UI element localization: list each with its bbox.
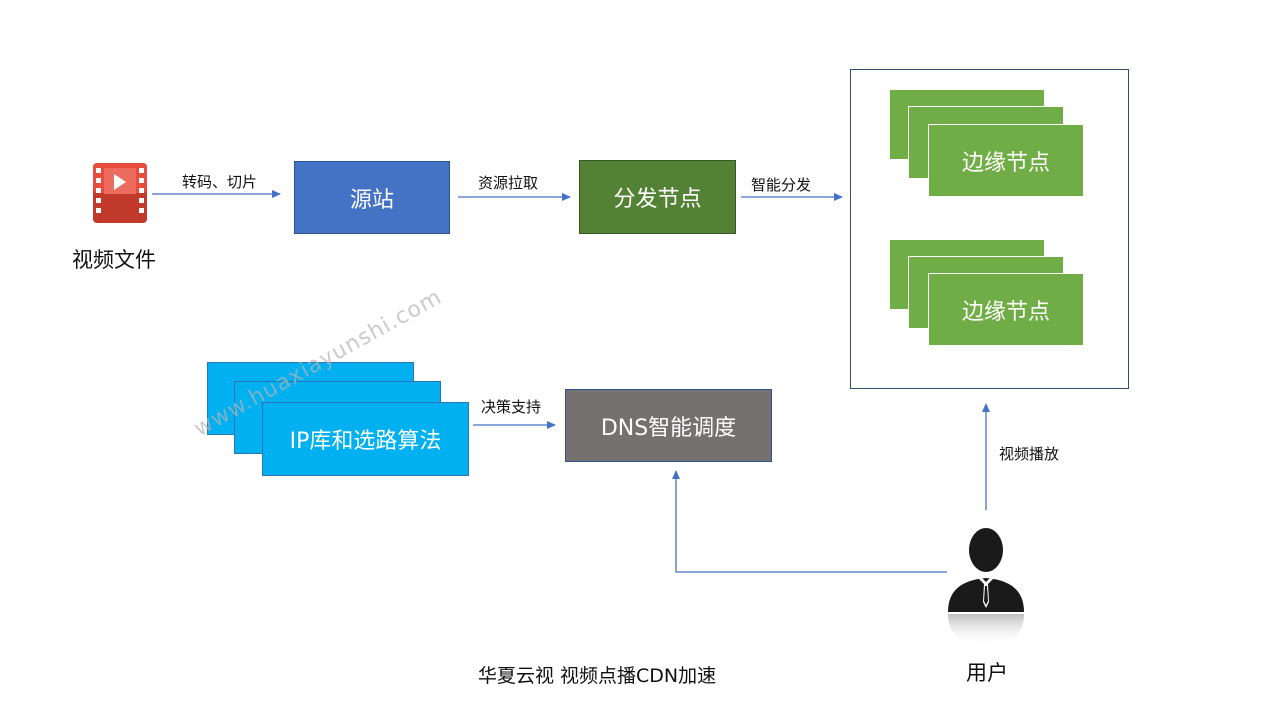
label-decision-support: 决策支持	[481, 398, 542, 416]
user-silhouette-icon	[940, 522, 1030, 652]
ip-algo-node: IP库和选路算法	[262, 402, 469, 476]
edge-node-2-label: 边缘节点	[961, 299, 1050, 325]
diagram-caption: 华夏云视 视频点播CDN加速	[478, 665, 717, 687]
edge-node-1: 边缘节点	[928, 124, 1084, 197]
arrow-user-to-dns	[672, 470, 947, 573]
distribution-node: 分发节点	[579, 160, 736, 234]
dns-node: DNS智能调度	[565, 389, 772, 462]
ip-algo-node-label: IP库和选路算法	[289, 429, 442, 454]
label-transcode: 转码、切片	[182, 173, 258, 191]
edge-node-2: 边缘节点	[928, 273, 1084, 346]
dns-node-label: DNS智能调度	[600, 415, 737, 441]
label-video-playback: 视频播放	[999, 445, 1060, 463]
label-smart-distribution: 智能分发	[751, 176, 812, 194]
edge-node-1-label: 边缘节点	[961, 150, 1050, 176]
video-file-label: 视频文件	[72, 248, 156, 272]
edge-cluster-frame	[850, 69, 1129, 389]
label-pull: 资源拉取	[478, 174, 539, 192]
origin-node: 源站	[294, 161, 450, 234]
video-file-icon	[88, 160, 152, 226]
origin-node-label: 源站	[349, 187, 394, 213]
distribution-node-label: 分发节点	[613, 187, 702, 212]
user-label: 用户	[966, 661, 1008, 685]
